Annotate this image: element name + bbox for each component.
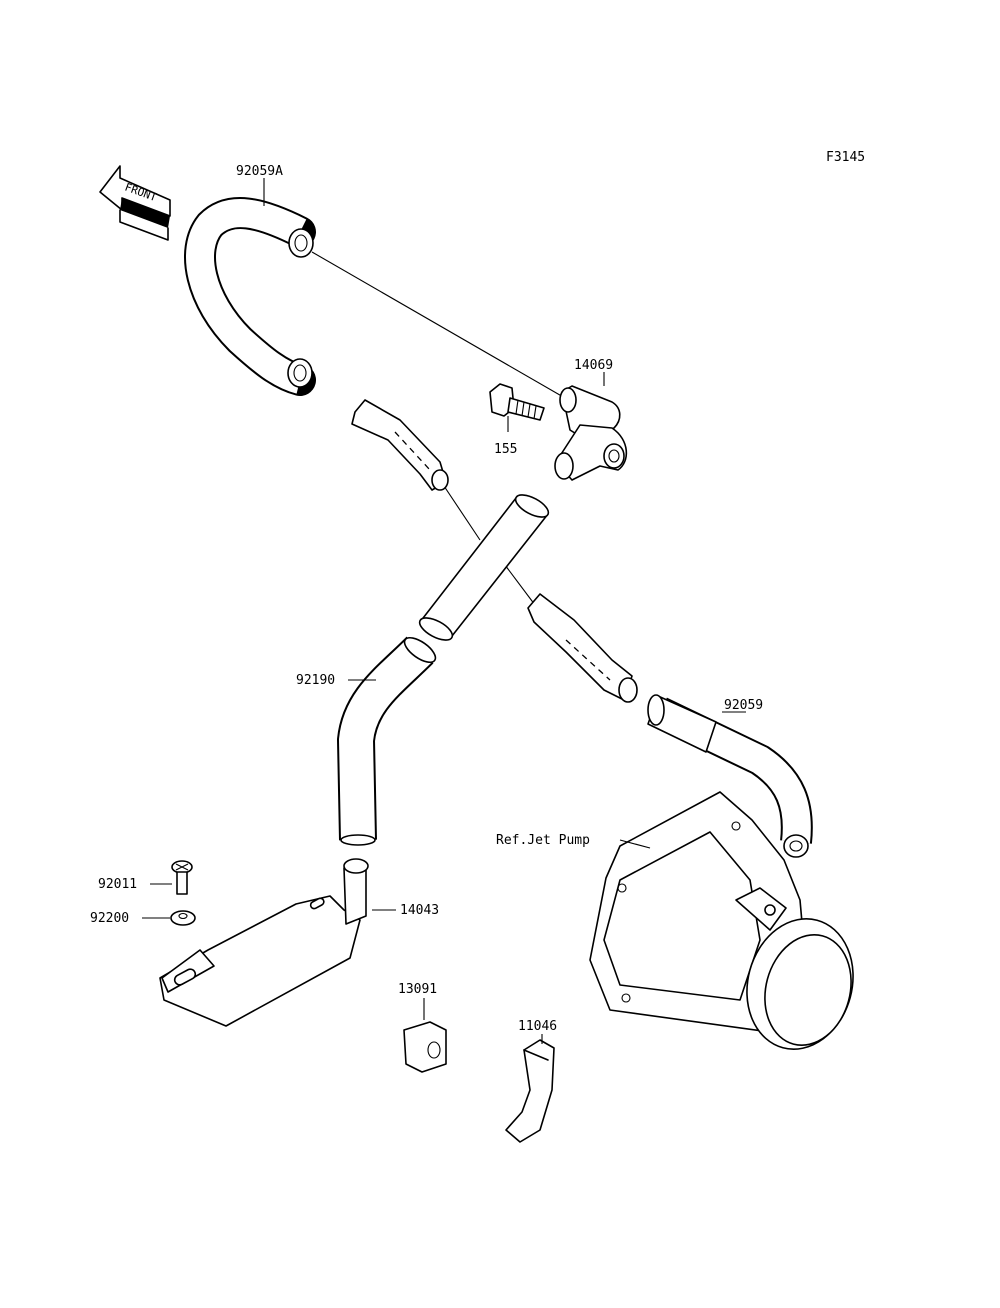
fitting-14069 (554, 385, 628, 481)
bracket-14043 (159, 858, 369, 1027)
hose-92059 (647, 694, 813, 858)
jet-pump (589, 791, 854, 1050)
callout-92059a: 92059A (236, 164, 283, 179)
callout-92190: 92190 (296, 673, 335, 688)
callout-92011: 92011 (98, 877, 137, 892)
callout-14043: 14043 (400, 903, 439, 918)
hose-92190 (336, 636, 437, 846)
callout-11046: 11046 (518, 1019, 557, 1034)
leader-lines (142, 178, 746, 1044)
screw-92011 (171, 860, 193, 895)
bolt-155 (489, 383, 545, 421)
callout-155: 155 (494, 442, 517, 457)
washer-92200 (170, 910, 196, 926)
hose-92059a (184, 197, 316, 396)
grommet-13091 (403, 1021, 447, 1073)
clamp-11046 (505, 1039, 555, 1143)
figure-code: F3145 (826, 150, 865, 165)
callout-13091: 13091 (398, 982, 437, 997)
hose-straight-middle (418, 494, 550, 641)
hose-small-lower (527, 593, 638, 703)
callout-92200: 92200 (90, 911, 129, 926)
callout-14069: 14069 (574, 358, 613, 373)
callout-jet-pump: Ref.Jet Pump (496, 833, 590, 848)
hose-small-upper (351, 399, 449, 491)
callout-92059: 92059 (724, 698, 763, 713)
front-arrow-icon: FRONT (99, 165, 171, 241)
